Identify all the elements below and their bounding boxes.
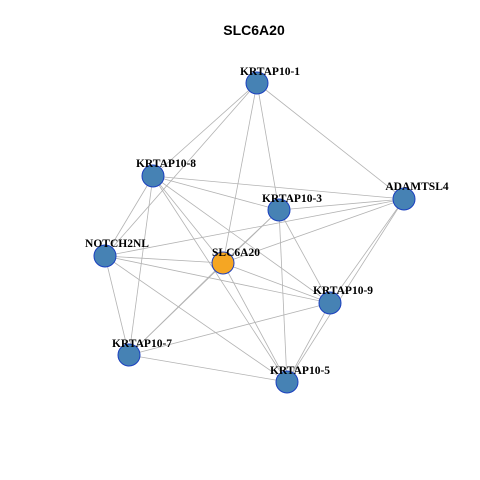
node-krtap10-3: KRTAP10-3 — [262, 193, 322, 222]
node-krtap10-1: KRTAP10-1 — [240, 66, 300, 95]
edge-krtap10-1-slc6a20 — [222, 82, 258, 264]
graph-title: SLC6A20 — [223, 22, 285, 38]
edge-krtap10-1-adamtsl4 — [256, 82, 405, 200]
node-circle — [275, 370, 299, 394]
edge-slc6a20-krtap10-9 — [222, 262, 331, 304]
node-circle — [245, 71, 269, 95]
node-label: ADAMTSL4 — [385, 181, 449, 193]
edge-krtap10-8-krtap10-9 — [152, 175, 331, 304]
edge-krtap10-8-slc6a20 — [152, 175, 224, 264]
node-label: KRTAP10-7 — [112, 338, 172, 350]
edge-adamtsl4-krtap10-9 — [329, 198, 405, 304]
edge-slc6a20-krtap10-7 — [128, 262, 224, 356]
edge-notch2nl-krtap10-5 — [104, 255, 288, 383]
edge-krtap10-8-notch2nl — [104, 175, 154, 257]
edge-krtap10-3-krtap10-5 — [278, 209, 288, 383]
edge-adamtsl4-slc6a20 — [222, 198, 405, 264]
edge-krtap10-9-krtap10-7 — [128, 302, 331, 356]
edge-notch2nl-krtap10-7 — [104, 255, 130, 356]
edge-krtap10-1-krtap10-3 — [256, 82, 280, 211]
edge-krtap10-8-adamtsl4 — [152, 175, 405, 200]
node-adamtsl4: ADAMTSL4 — [385, 181, 449, 211]
node-label: SLC6A20 — [212, 247, 260, 259]
edge-notch2nl-krtap10-9 — [104, 255, 331, 304]
node-circle — [267, 198, 291, 222]
edge-krtap10-8-krtap10-7 — [128, 175, 154, 356]
edge-adamtsl4-krtap10-5 — [286, 198, 405, 383]
node-circle — [141, 164, 165, 188]
node-label: KRTAP10-1 — [240, 66, 300, 78]
edge-krtap10-9-krtap10-5 — [286, 302, 331, 383]
edge-krtap10-3-adamtsl4 — [278, 198, 405, 211]
edge-krtap10-1-krtap10-8 — [152, 82, 258, 177]
node-circle — [93, 244, 117, 268]
node-krtap10-8: KRTAP10-8 — [136, 158, 196, 188]
node-krtap10-5: KRTAP10-5 — [270, 365, 330, 394]
node-label: NOTCH2NL — [85, 238, 149, 250]
node-krtap10-7: KRTAP10-7 — [112, 338, 172, 367]
node-circle — [211, 251, 235, 275]
node-label: KRTAP10-9 — [313, 285, 373, 297]
edge-krtap10-1-notch2nl — [104, 82, 258, 257]
node-label: KRTAP10-3 — [262, 193, 322, 205]
edge-krtap10-8-krtap10-5 — [152, 175, 288, 383]
edge-adamtsl4-notch2nl — [104, 198, 405, 257]
edges-layer — [104, 82, 405, 383]
node-krtap10-9: KRTAP10-9 — [313, 285, 373, 315]
node-slc6a20: SLC6A20 — [211, 247, 260, 275]
node-circle — [392, 187, 416, 211]
edge-notch2nl-slc6a20 — [104, 255, 224, 264]
node-circle — [117, 343, 141, 367]
edge-krtap10-3-krtap10-9 — [278, 209, 331, 304]
node-label: KRTAP10-5 — [270, 365, 330, 377]
edge-krtap10-7-krtap10-5 — [128, 354, 288, 383]
edge-krtap10-8-krtap10-3 — [152, 175, 280, 211]
node-circle — [318, 291, 342, 315]
node-notch2nl: NOTCH2NL — [85, 238, 149, 268]
node-label: KRTAP10-8 — [136, 158, 196, 170]
